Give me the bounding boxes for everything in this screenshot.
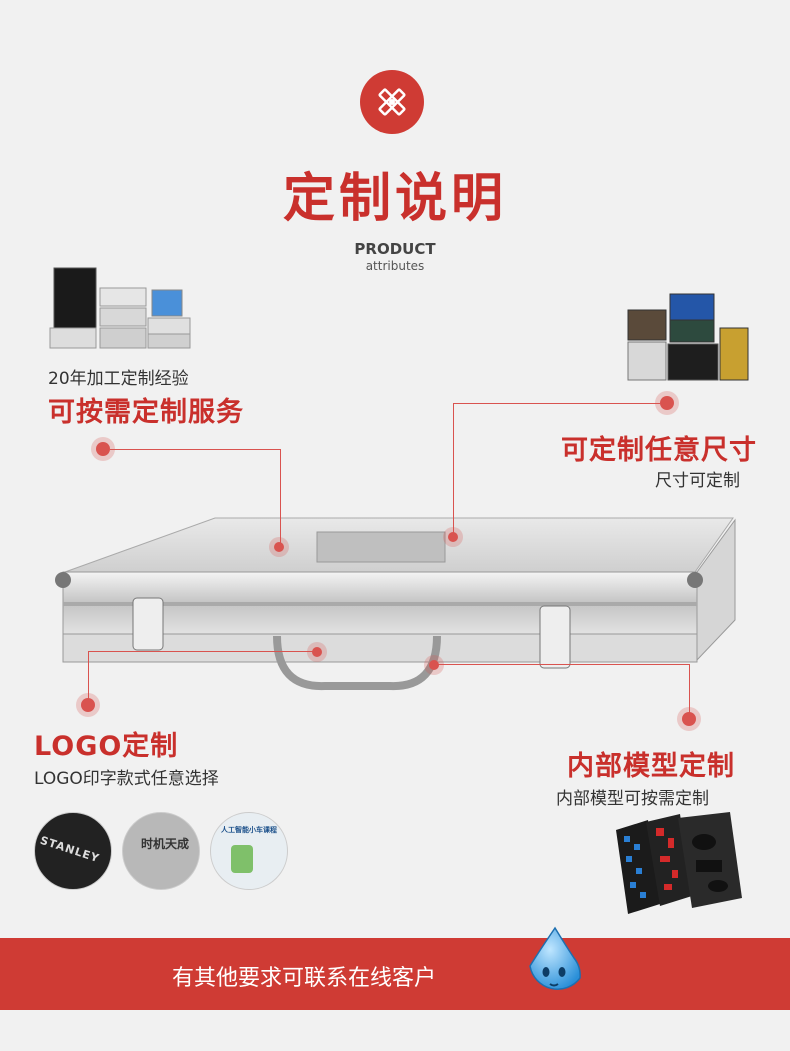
size-case-dot (448, 532, 458, 542)
size-connector-h (453, 403, 660, 404)
colored-cases-image (626, 290, 750, 382)
logo-case-dot (312, 647, 322, 657)
logo-marker-dot (81, 698, 95, 712)
interior-case-dot (429, 660, 439, 670)
page-subtitle: PRODUCT (354, 240, 436, 258)
logo-heading: LOGO定制 (34, 731, 179, 762)
logo-sample-robot-icon (231, 845, 253, 873)
experience-connector-h (110, 449, 280, 450)
logo-sample-printed-text: 人工智能小车课程 (221, 826, 277, 834)
chat-bubble-mascot-icon[interactable] (522, 926, 588, 1002)
logo-sample-engraved: 时机天成 (122, 812, 200, 890)
logo-caption: LOGO印字款式任意选择 (34, 769, 219, 789)
foam-inserts-image (608, 812, 748, 918)
experience-connector-v (280, 449, 281, 547)
logo-sample-engraved-text: 时机天成 (141, 837, 190, 851)
contact-banner-text: 有其他要求可联系在线客户 (172, 966, 437, 991)
logo-connector-h (88, 651, 318, 652)
experience-case-dot (274, 542, 284, 552)
page-subtitle-sub: attributes (365, 259, 425, 273)
interior-heading: 内部模型定制 (567, 751, 735, 782)
size-connector-v (453, 403, 454, 537)
page-title: 定制说明 (282, 169, 507, 229)
experience-heading: 可按需定制服务 (48, 397, 244, 428)
interior-connector-h (434, 664, 689, 665)
logo-sample-stanley-text: STANLEY (38, 833, 102, 866)
logo-connector-v (88, 651, 89, 703)
interior-caption: 内部模型可按需定制 (556, 789, 709, 809)
logo-sample-printed: 人工智能小车课程 (210, 812, 288, 890)
pencil-ruler-badge-icon (360, 70, 424, 134)
experience-caption: 20年加工定制经验 (48, 369, 189, 389)
size-heading: 可定制任意尺寸 (561, 435, 757, 466)
experience-marker-dot (96, 442, 110, 456)
contact-banner[interactable] (0, 938, 790, 1010)
interior-marker-dot (682, 712, 696, 726)
aluminum-case-image (55, 510, 745, 700)
interior-connector-v (689, 664, 690, 716)
logo-sample-stanley: STANLEY (34, 812, 112, 890)
size-marker-dot (660, 396, 674, 410)
stacked-cases-image (48, 266, 196, 350)
size-caption: 尺寸可定制 (655, 471, 740, 491)
